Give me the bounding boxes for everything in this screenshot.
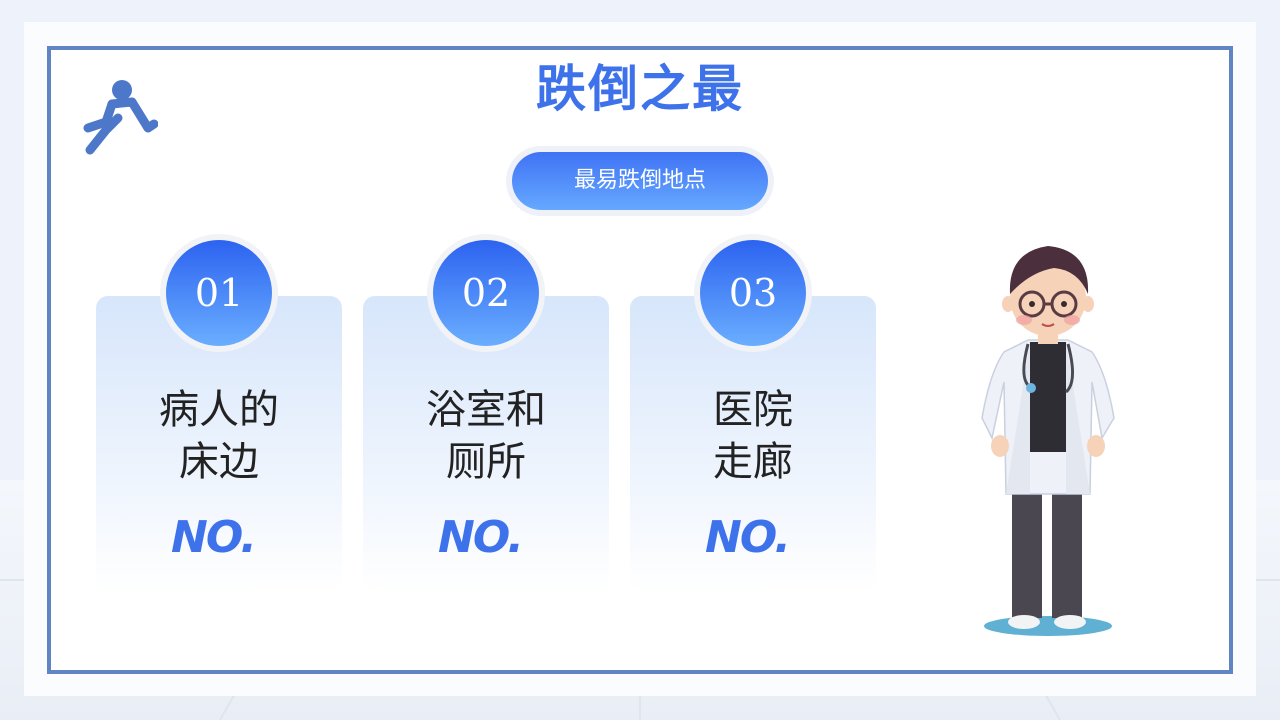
location-text-1: 病人的 床边 [96, 384, 342, 488]
rank-label-3: NO. [705, 512, 791, 563]
doctor-illustration [970, 232, 1130, 642]
number-label: 02 [433, 240, 539, 346]
location-line-2: 床边 [179, 439, 259, 485]
number-label: 01 [166, 240, 272, 346]
person-falling-icon [82, 78, 159, 156]
location-text-2: 浴室和 厕所 [363, 384, 609, 488]
location-line-1: 浴室和 [426, 387, 546, 433]
page-title: 跌倒之最 [536, 60, 744, 118]
subtitle-label: 最易跌倒地点 [512, 152, 768, 210]
subtitle-badge: 最易跌倒地点 [506, 146, 774, 216]
location-text-3: 医院 走廊 [630, 384, 876, 488]
number-badge-3: 03 [694, 234, 812, 352]
location-line-2: 厕所 [446, 439, 526, 485]
location-line-2: 走廊 [713, 439, 793, 485]
rank-label-2: NO. [438, 512, 524, 563]
location-line-1: 医院 [713, 387, 793, 433]
number-badge-1: 01 [160, 234, 278, 352]
rank-label-1: NO. [171, 512, 257, 563]
location-line-1: 病人的 [159, 387, 279, 433]
number-label: 03 [700, 240, 806, 346]
number-badge-2: 02 [427, 234, 545, 352]
